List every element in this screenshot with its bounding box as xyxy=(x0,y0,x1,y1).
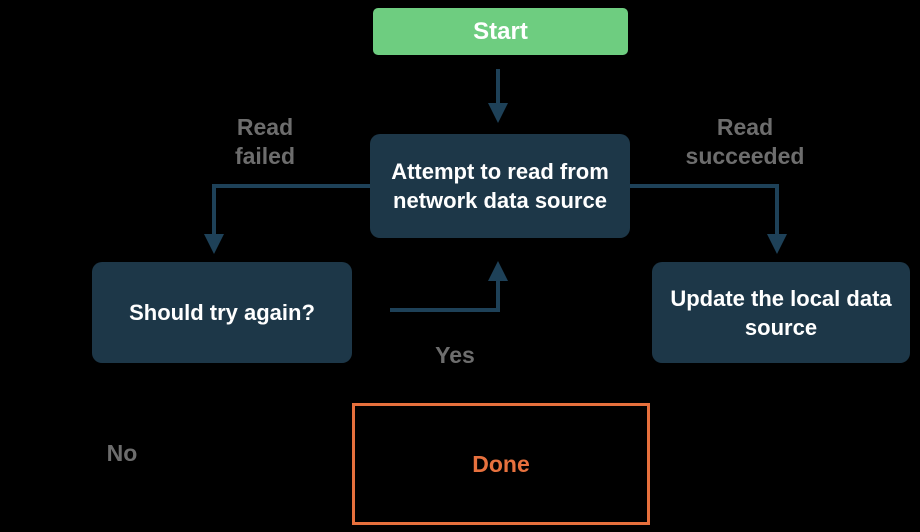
arrowhead-down-icon xyxy=(767,234,787,254)
node-done-label: Done xyxy=(472,450,530,477)
node-attempt-read: Attempt to read from network data source xyxy=(370,134,630,238)
node-start: Start xyxy=(373,8,628,55)
node-start-label: Start xyxy=(473,18,528,45)
edge-line xyxy=(390,279,500,312)
edge-attempt-to-update-local xyxy=(630,184,787,254)
node-attempt-read-label: Attempt to read from network data source xyxy=(391,159,609,213)
node-update-local-label: Update the local data source xyxy=(670,285,892,340)
edge-start-to-attempt xyxy=(488,69,508,123)
edge-label-yes: Yes xyxy=(435,342,475,368)
edge-line xyxy=(630,184,779,236)
node-done: Done xyxy=(352,403,650,525)
edge-line xyxy=(212,184,370,236)
edge-label-read-failed: Read failed xyxy=(234,114,296,169)
node-should-try-again-label: Should try again? xyxy=(129,300,315,325)
arrowhead-down-icon xyxy=(488,103,508,123)
arrowhead-down-icon xyxy=(204,234,224,254)
edge-should-try-again-to-attempt xyxy=(390,261,508,312)
edge-label-no: No xyxy=(106,440,138,466)
edge-label-read-succeeded: Read succeeded xyxy=(685,114,805,169)
edge-attempt-to-should-try-again xyxy=(204,184,370,254)
arrowhead-up-icon xyxy=(488,261,508,281)
node-update-local: Update the local data source xyxy=(652,262,910,363)
node-should-try-again: Should try again? xyxy=(92,262,352,363)
